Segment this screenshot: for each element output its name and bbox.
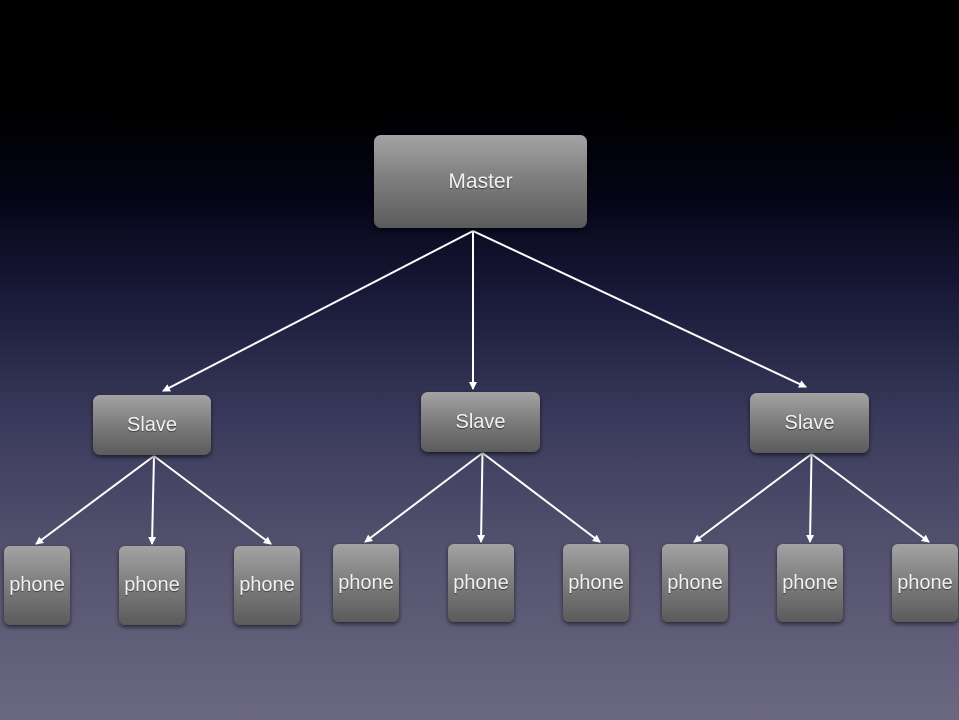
phone-label: phone bbox=[667, 571, 723, 594]
phone-node: phone bbox=[892, 544, 958, 622]
phone-node: phone bbox=[563, 544, 629, 622]
arrow-slave-to-phone bbox=[153, 455, 272, 545]
phone-node: phone bbox=[777, 544, 843, 622]
master-label: Master bbox=[448, 169, 513, 193]
phone-label: phone bbox=[338, 571, 394, 594]
arrow-slave-to-phone bbox=[481, 452, 601, 543]
phone-node: phone bbox=[662, 544, 728, 622]
phone-label: phone bbox=[124, 574, 180, 596]
arrow-slave-to-phone bbox=[806, 453, 815, 543]
slave-node: Slave bbox=[421, 392, 540, 452]
phone-node: phone bbox=[119, 546, 185, 625]
phone-node: phone bbox=[234, 546, 300, 625]
arrow-master-to-slave bbox=[472, 230, 807, 388]
phone-label: phone bbox=[568, 571, 624, 594]
phone-node: phone bbox=[448, 544, 514, 622]
arrow-slave-to-phone bbox=[148, 455, 157, 545]
phone-label: phone bbox=[9, 574, 65, 596]
slave-node: Slave bbox=[93, 395, 211, 455]
slave-label: Slave bbox=[784, 411, 835, 434]
phone-node: phone bbox=[4, 546, 70, 625]
arrow-slave-to-phone bbox=[810, 453, 930, 543]
phone-label: phone bbox=[453, 571, 509, 594]
slave-node: Slave bbox=[750, 393, 869, 453]
arrow-slave-to-phone bbox=[477, 452, 486, 543]
slave-label: Slave bbox=[455, 410, 506, 433]
arrow-slave-to-phone bbox=[693, 453, 813, 543]
phone-label: phone bbox=[782, 571, 838, 594]
slave-label: Slave bbox=[126, 413, 178, 436]
phone-label: phone bbox=[239, 574, 295, 596]
phone-node: phone bbox=[333, 544, 399, 622]
arrow-slave-to-phone bbox=[364, 452, 484, 543]
master-node: Master bbox=[374, 135, 587, 228]
arrow-slave-to-phone bbox=[35, 455, 155, 545]
arrow-master-to-slave bbox=[162, 230, 474, 392]
phone-label: phone bbox=[897, 571, 953, 594]
